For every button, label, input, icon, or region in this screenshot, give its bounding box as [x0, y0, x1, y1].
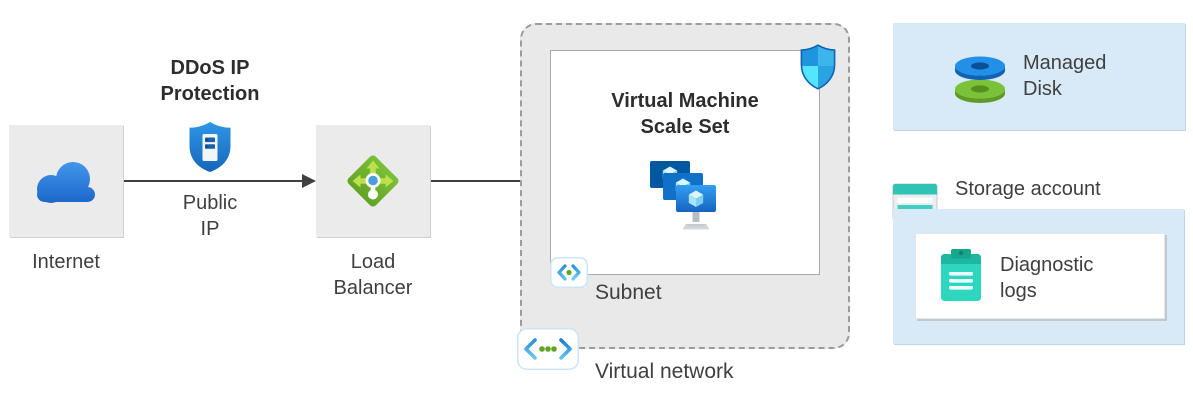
subnet-icon: [550, 257, 588, 288]
ddos-protection-title: DDoS IP Protection: [160, 57, 260, 105]
internet-label: Internet: [32, 251, 100, 273]
load-balancer-icon: [347, 155, 399, 207]
managed-disk-box: [893, 23, 1185, 130]
arrow-internet-to-load-balancer: [123, 180, 304, 182]
nsg-shield-icon: [800, 44, 836, 90]
vm-scale-set-title: Virtual Machine Scale Set: [611, 90, 759, 138]
storage-account-label: Storage account: [955, 178, 1101, 200]
load-balancer-node: [316, 125, 430, 237]
internet-node: [9, 125, 123, 237]
public-ip-label: Public IP: [182, 192, 238, 240]
load-balancer-label: Load Balancer: [333, 251, 413, 299]
diagnostic-logs-clipboard-icon: [941, 249, 981, 301]
diagnostic-logs-label: Diagnostic logs: [1000, 254, 1094, 302]
arrow-load-balancer-to-vnet: [430, 180, 532, 182]
virtual-network-icon: [517, 328, 579, 370]
managed-disk-icon: [955, 56, 1005, 103]
virtual-network-label: Virtual network: [595, 360, 734, 383]
subnet-label: Subnet: [595, 281, 662, 304]
arrowhead-internet-to-load-balancer: [302, 174, 316, 188]
vm-scale-set-icon: [650, 161, 716, 230]
cloud-icon: [37, 162, 95, 203]
ddos-protection-shield-icon: [189, 122, 231, 172]
managed-disk-label: Managed Disk: [1023, 52, 1107, 100]
